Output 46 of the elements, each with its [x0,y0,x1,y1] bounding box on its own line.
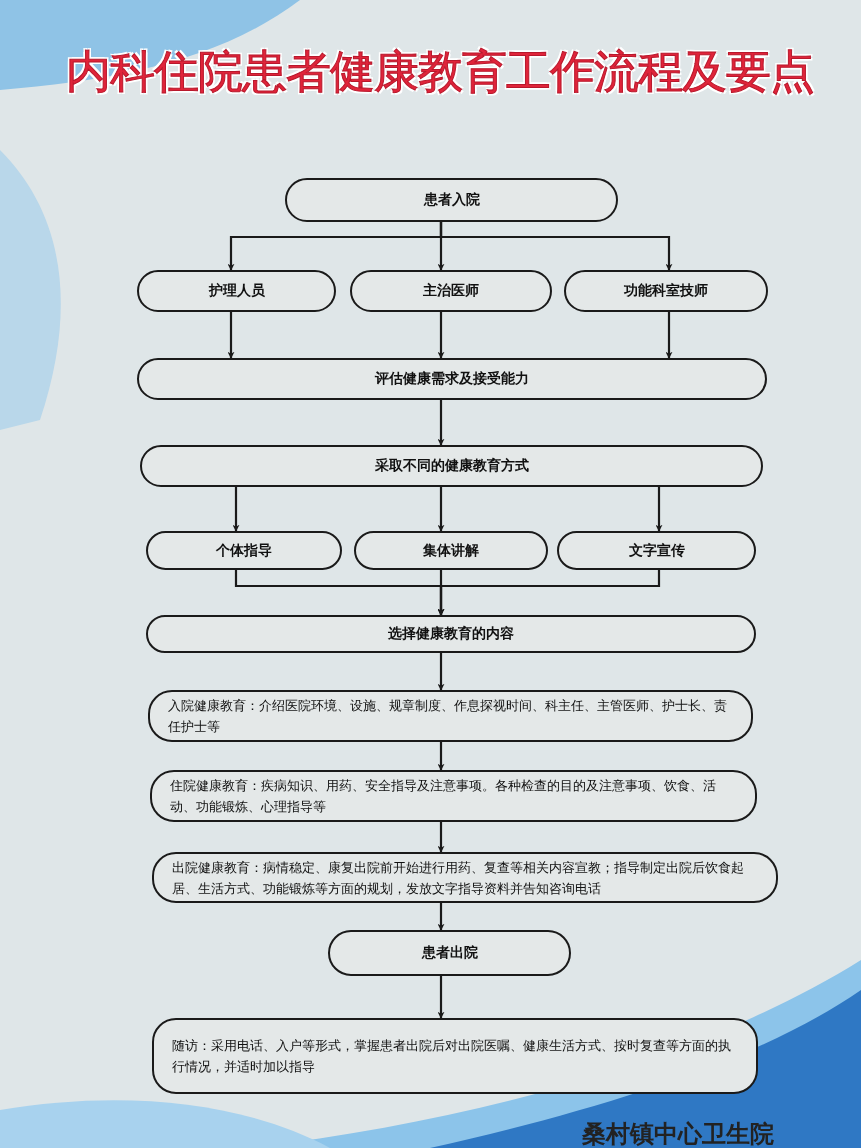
process-box [354,531,548,570]
arrow [227,312,235,359]
arrow [437,570,661,616]
arrow [437,653,445,691]
process-box [557,531,756,570]
box-label: 护理人员 [208,282,265,300]
arrow [439,222,673,271]
arrow [437,976,445,1019]
box-label: 主治医师 [423,282,479,300]
arrow [437,822,445,853]
process-box [350,270,552,312]
box-label: 采取不同的健康教育方式 [374,457,529,475]
box-label: 文字宣传 [628,541,685,560]
process-box [148,690,753,742]
box-label: 患者入院 [423,191,480,209]
box-label: 个体指导 [216,541,272,560]
process-box [150,770,757,822]
arrow [655,487,663,532]
box-label: 入院健康教育：介绍医院环境、设施、规章制度、作息探视时间、科主任、主管医师、护士长、责任护士等 [168,697,728,736]
process-box [152,1018,758,1094]
arrow [437,903,445,931]
box-label: 住院健康教育：疾病知识、用药、安全指导及注意事项。各种检查的目的及注意事项、饮食、活动、功能锻炼、心理指导等 [170,777,717,816]
box-label: 出院健康教育：病情稳定、康复出院前开始进行用药、复查等相关内容宣教；指导制定出院后饮食起居、生活方式、功能锻炼等方面的规划，发放文字指导资料并告知咨询电话 [172,858,745,898]
arrow [437,742,445,771]
title: 内科住院患者健康教育工作流程及要点 [65,44,815,100]
process-box [140,445,763,487]
box-label: 评估健康需求及接受能力 [375,370,529,388]
process-box [146,531,342,570]
process-box [285,178,618,222]
box-label: 功能科室技师 [624,282,708,300]
arrow [232,487,240,532]
box-label: 选择健康教育的内容 [388,625,514,643]
box-label: 患者出院 [421,944,478,962]
arrow [665,312,673,359]
process-box [328,930,571,976]
process-box [137,358,767,400]
process-box [152,852,778,903]
arrow [437,400,445,446]
footer-text: 桑村镇中心卫生院 [582,1119,774,1148]
process-box [564,270,768,312]
arrow [437,312,445,359]
box-label: 集体讲解 [423,541,479,560]
box-label: 随访：采用电话、入户等形式，掌握患者出院后对出院医嘱、健康生活方式、按时复查等方面的执行情况，并适时加以指导 [172,1037,732,1076]
arrow [437,487,445,532]
process-box [137,270,336,312]
process-box [146,615,756,653]
